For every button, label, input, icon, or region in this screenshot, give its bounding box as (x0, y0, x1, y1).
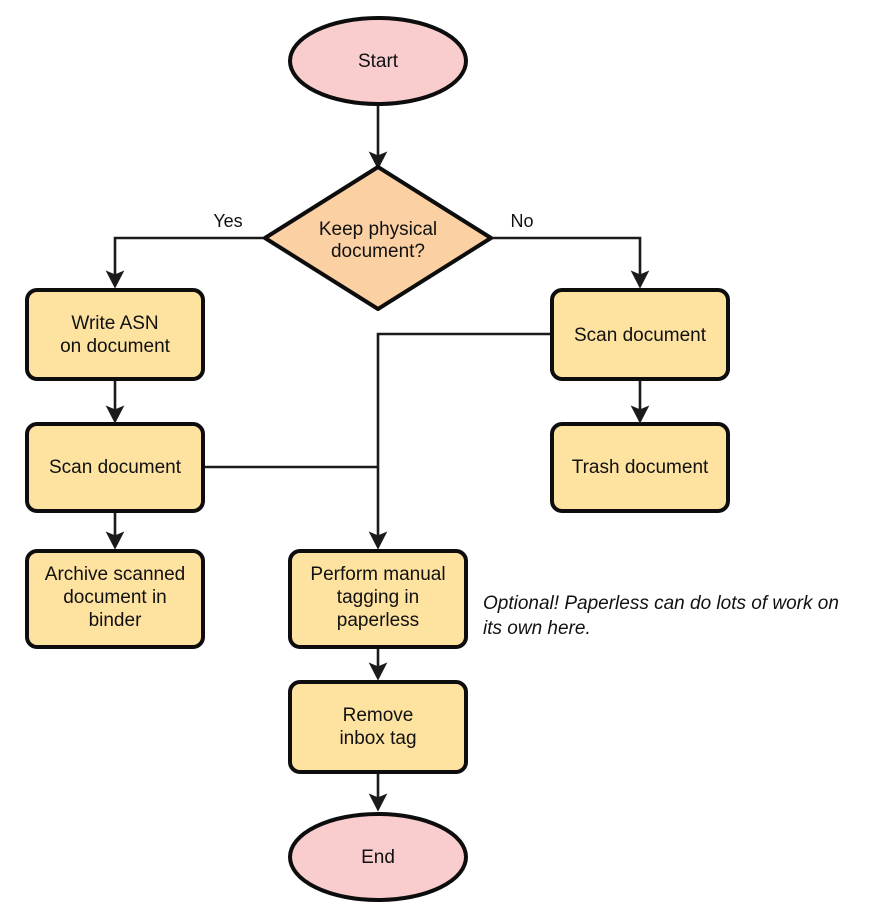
scan-document-left-label: Scan document (49, 457, 182, 478)
annotation-line1: Optional! Paperless can do lots of work … (483, 593, 839, 614)
decision-diamond[interactable] (263, 165, 493, 311)
remove-inbox-label-line2: inbox tag (339, 728, 416, 749)
end-ellipse[interactable] (288, 812, 468, 902)
connectors (105, 100, 650, 812)
connector-decision-yes-to-write-asn (105, 236, 265, 289)
tagging-box[interactable] (288, 549, 468, 649)
node-write-asn[interactable]: Write ASN on document (25, 288, 205, 381)
write-asn-box[interactable] (25, 288, 205, 381)
scan-document-right-box[interactable] (550, 288, 730, 381)
archive-label-line1: Archive scanned (45, 564, 185, 585)
write-asn-label-line1: Write ASN (71, 313, 158, 334)
tagging-label-line1: Perform manual (310, 564, 445, 585)
trash-document-box[interactable] (550, 422, 730, 513)
node-start[interactable]: Start (288, 16, 468, 106)
start-ellipse[interactable] (288, 16, 468, 106)
trash-document-label: Trash document (572, 457, 709, 478)
node-perform-manual-tagging[interactable]: Perform manual tagging in paperless (288, 549, 468, 649)
decision-label-line1: Keep physical (319, 219, 437, 240)
edge-label-yes: Yes (213, 211, 242, 231)
scan-document-left-box[interactable] (25, 422, 205, 513)
annotation-optional-note: Optional! Paperless can do lots of work … (483, 593, 839, 639)
edge-label-no: No (510, 211, 533, 231)
archive-label-line3: binder (89, 610, 142, 631)
tagging-label-line3: paperless (337, 610, 419, 631)
node-decision-keep-physical-document[interactable]: Keep physical document? (263, 165, 493, 311)
node-end[interactable]: End (288, 812, 468, 902)
start-label: Start (358, 51, 399, 72)
node-scan-document-right[interactable]: Scan document (550, 288, 730, 381)
connector-decision-no-to-scan-right (491, 236, 650, 289)
node-trash-document[interactable]: Trash document (550, 422, 730, 513)
tagging-label-line2: tagging in (337, 587, 419, 608)
node-archive-scanned-document[interactable]: Archive scanned document in binder (25, 549, 205, 649)
archive-box[interactable] (25, 549, 205, 649)
remove-inbox-tag-box[interactable] (288, 680, 468, 774)
annotation-line2: its own here. (483, 618, 591, 639)
node-remove-inbox-tag[interactable]: Remove inbox tag (288, 680, 468, 774)
scan-document-right-label: Scan document (574, 325, 707, 346)
archive-label-line2: document in (63, 587, 167, 608)
remove-inbox-label-line1: Remove (343, 705, 414, 726)
decision-label-line2: document? (331, 241, 425, 262)
write-asn-label-line2: on document (60, 336, 171, 357)
end-label: End (361, 847, 395, 868)
connector-scan-right-to-tagging (368, 332, 552, 550)
node-scan-document-left[interactable]: Scan document (25, 422, 205, 513)
